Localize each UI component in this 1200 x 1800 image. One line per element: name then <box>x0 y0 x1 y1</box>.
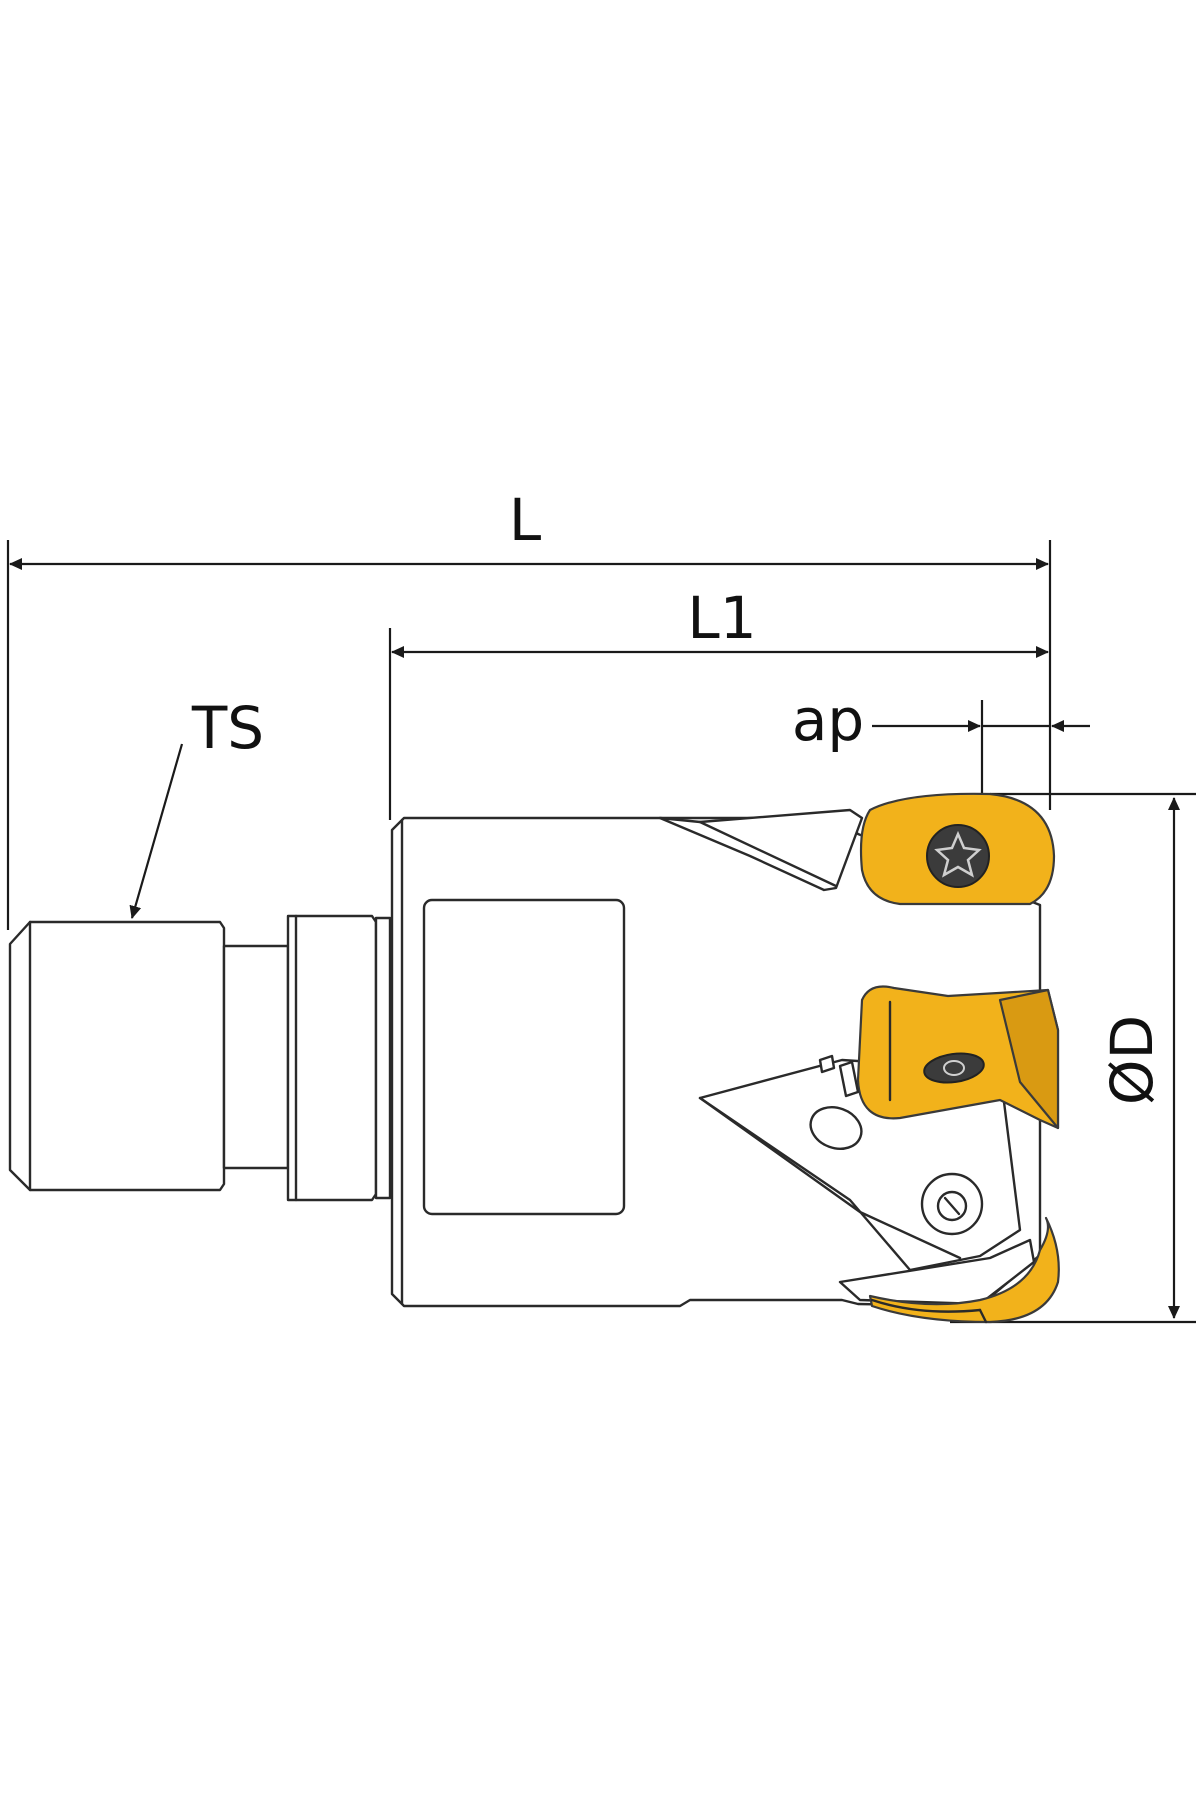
inserts <box>818 792 1060 1324</box>
torx-screw-icon <box>926 824 990 888</box>
label-ap: ap <box>792 686 864 754</box>
dimension-ap: ap <box>792 686 1090 800</box>
body-screw-slot <box>943 1196 961 1216</box>
insert-bottom-edge <box>870 1298 982 1313</box>
label-D: ØD <box>1098 1015 1166 1105</box>
torx-screw-icon-middle <box>923 1052 985 1084</box>
insert-bottom <box>868 1216 1060 1324</box>
shank-collar <box>286 914 378 1202</box>
insert-seat-pin <box>838 1060 860 1098</box>
dimension-L: L <box>6 486 1052 930</box>
shank-neck <box>222 944 290 1170</box>
shank <box>8 914 392 1202</box>
label-L1: L1 <box>687 584 756 652</box>
shank-body <box>8 920 226 1192</box>
insert-middle-side <box>998 988 1060 1130</box>
insert-bottom-notch <box>978 1308 988 1324</box>
torx-star-icon-middle <box>943 1060 965 1076</box>
lower-chip-gullet <box>838 1238 1036 1306</box>
label-TS: TS <box>191 694 264 762</box>
collar-ring <box>374 916 392 1200</box>
dimension-L1: L1 <box>388 584 1049 820</box>
torx-star-icon <box>934 830 982 878</box>
label-plate <box>422 898 626 1216</box>
cutter-body <box>390 808 1042 1308</box>
label-L: L <box>509 486 541 554</box>
leader-TS: TS <box>129 694 264 919</box>
top-gullet-edge <box>698 820 838 888</box>
coolant-hole <box>809 1106 863 1150</box>
leader-line-TS <box>129 743 184 919</box>
insert-seat-tab <box>818 1054 836 1074</box>
middle-gullet-edge <box>698 1096 962 1260</box>
dimension-D: ØD <box>950 792 1196 1324</box>
